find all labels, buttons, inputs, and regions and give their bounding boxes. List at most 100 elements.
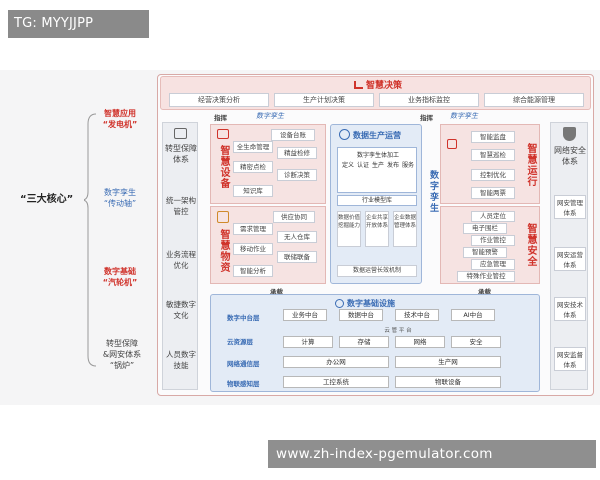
equip-item-3[interactable]: 精益检修: [277, 147, 317, 159]
equipment-icon: [217, 129, 229, 139]
cloud-item-4[interactable]: 安全: [451, 336, 501, 348]
iot-item-2[interactable]: 物联设备: [395, 376, 501, 388]
cloud-item-1[interactable]: 计算: [283, 336, 333, 348]
smart-decision-title: 智慧决策: [333, 78, 423, 91]
chart-icon: [353, 81, 363, 89]
transition-column: 转型保障体系 统一架构管控 业务流程优化 敏捷数字文化 人员数字技能: [162, 122, 198, 390]
row-label-cloud: 云资源层: [227, 338, 253, 346]
smart-equipment-title: 智慧设备: [218, 145, 229, 189]
iot-item-1[interactable]: 工控系统: [283, 376, 389, 388]
command-label-right: 指挥: [420, 114, 433, 122]
security-item-3[interactable]: 网安技术体系: [554, 297, 586, 321]
ops-item-4[interactable]: 智能两票: [471, 187, 515, 199]
mp-item-1[interactable]: 业务中台: [283, 309, 327, 321]
decision-item-1[interactable]: 经营决策分析: [169, 93, 269, 107]
security-item-1[interactable]: 网安管理体系: [554, 195, 586, 219]
ops-icon: [447, 139, 457, 149]
material-item-5[interactable]: 联储联备: [277, 251, 317, 263]
safety-item-6[interactable]: 特殊作业管控: [457, 271, 515, 282]
twin-label-right: 数字孪生: [450, 112, 478, 120]
smart-materials-title: 智慧物资: [218, 229, 229, 273]
mp-item-3[interactable]: 技术中台: [395, 309, 439, 321]
model-library-box[interactable]: 行业模型库: [337, 195, 417, 206]
cloud-item-2[interactable]: 存储: [339, 336, 389, 348]
decision-item-3[interactable]: 业务指标监控: [379, 93, 479, 107]
safety-item-3[interactable]: 作业管控: [471, 235, 515, 246]
row-label-iot: 物联感知层: [227, 380, 260, 388]
material-item-3[interactable]: 无人仓库: [277, 231, 317, 243]
settings-icon: [174, 128, 187, 139]
transition-item-3[interactable]: 敏捷数字文化: [166, 300, 196, 320]
ops-item-1[interactable]: 智能监盘: [471, 131, 515, 143]
cloud-item-3[interactable]: 网络: [395, 336, 445, 348]
step-5[interactable]: 服务: [402, 162, 415, 169]
operation-mechanism[interactable]: 数据运营长效机制: [337, 265, 417, 277]
step-2[interactable]: 认证: [357, 162, 370, 169]
mp-item-2[interactable]: 数据中台: [339, 309, 383, 321]
material-item-6[interactable]: 智能分析: [233, 265, 273, 277]
smart-materials-panel: 智慧物资 供应协同 需求管理 无人仓库 移动作业 联储联备 智能分析: [210, 206, 326, 284]
foundation-icon: [335, 299, 344, 308]
equip-item-4[interactable]: 精密点检: [233, 161, 273, 173]
watermark: www.zh-index-pgemulator.com: [268, 440, 596, 468]
smart-equipment-panel: 智慧设备 设备台账 全生命管理 精益检修 精密点检 诊断决策 知识库: [210, 124, 326, 204]
capability-block-3[interactable]: 企业数据管理体系: [393, 211, 417, 247]
foundation-title: 数字基础设施: [347, 299, 395, 308]
net-item-2[interactable]: 生产网: [395, 356, 501, 368]
transition-item-1[interactable]: 统一架构管控: [166, 196, 196, 216]
data-operations-panel: 数据生产运营 数字孪生体加工 定义 认证 生产 发布 服务 行业模型库 数据价值…: [330, 124, 422, 284]
title-tag: TG: MYYJJPP: [8, 10, 149, 38]
net-item-1[interactable]: 办公网: [283, 356, 389, 368]
command-label-left: 指挥: [214, 114, 227, 122]
security-title: 网络安全体系: [554, 146, 586, 166]
security-item-4[interactable]: 网安监督体系: [554, 347, 586, 371]
safety-item-2[interactable]: 电子围栏: [463, 223, 507, 234]
smart-decision-panel: 智慧决策 经营决策分析 生产计划决策 业务指标监控 综合能源管理: [160, 76, 591, 110]
capability-block-1[interactable]: 数据价值挖掘能力: [337, 211, 361, 247]
decision-item-2[interactable]: 生产计划决策: [274, 93, 374, 107]
safety-item-4[interactable]: 智能预警: [463, 247, 507, 258]
safety-item-5[interactable]: 应急管理: [471, 259, 515, 270]
materials-icon: [217, 211, 229, 223]
equip-item-2[interactable]: 全生命管理: [233, 141, 273, 153]
step-4[interactable]: 发布: [387, 162, 400, 169]
material-item-1[interactable]: 供应协同: [273, 211, 315, 223]
twin-processing-box: 数字孪生体加工 定义 认证 生产 发布 服务: [337, 147, 417, 193]
twin-processing-title: 数字孪生体加工: [356, 152, 399, 159]
security-item-2[interactable]: 网安运营体系: [554, 247, 586, 271]
ops-item-2[interactable]: 智慧巡检: [471, 149, 515, 161]
equip-item-1[interactable]: 设备台账: [271, 129, 315, 141]
bearing-left: 承载: [270, 288, 283, 296]
smart-safety-title: 智慧安全: [525, 223, 536, 267]
material-item-4[interactable]: 移动作业: [233, 243, 273, 255]
row-label-network: 网络通信层: [227, 360, 260, 368]
row-label-middle-platform: 数字中台层: [227, 314, 260, 322]
legend-transition: 转型保障 &网安体系 “锅炉”: [102, 339, 142, 370]
smart-ops-title: 智慧运行: [525, 143, 536, 187]
equip-item-5[interactable]: 诊断决策: [277, 169, 317, 181]
core-label: “三大核心”: [20, 194, 74, 205]
equip-item-6[interactable]: 知识库: [233, 185, 273, 197]
bearing-right: 承载: [478, 288, 491, 296]
safety-item-1[interactable]: 人员定位: [471, 211, 515, 222]
transition-item-4[interactable]: 人员数字技能: [166, 350, 196, 370]
legend-smart-app: 智慧应用 “发电机”: [102, 109, 138, 129]
material-item-2[interactable]: 需求管理: [233, 223, 273, 235]
cloud-mgmt-band[interactable]: 云 管 平 台: [384, 328, 412, 334]
twin-label-left: 数字孪生: [256, 112, 284, 120]
transition-item-2[interactable]: 业务流程优化: [166, 250, 196, 270]
digital-foundation-panel: 数字基础设施 数字中台层 业务中台 数据中台 技术中台 AI中台 云资源层 云 …: [210, 294, 540, 392]
data-ops-icon: [339, 129, 350, 140]
capability-block-2[interactable]: 企业共享开放体系: [365, 211, 389, 247]
transition-title: 转型保障体系: [165, 144, 197, 164]
mp-item-4[interactable]: AI中台: [451, 309, 495, 321]
decision-item-4[interactable]: 综合能源管理: [484, 93, 584, 107]
data-ops-title: 数据生产运营: [353, 131, 401, 140]
shield-icon: [563, 127, 576, 141]
digital-twin-vertical: 数字孪生: [428, 170, 438, 214]
ops-item-3[interactable]: 控制优化: [471, 169, 515, 181]
step-3[interactable]: 生产: [372, 162, 385, 169]
step-1[interactable]: 定义: [342, 162, 355, 169]
left-bracket: [84, 113, 97, 367]
smart-ops-panel: 智能监盘 智慧巡检 控制优化 智能两票 智慧运行: [440, 124, 540, 204]
